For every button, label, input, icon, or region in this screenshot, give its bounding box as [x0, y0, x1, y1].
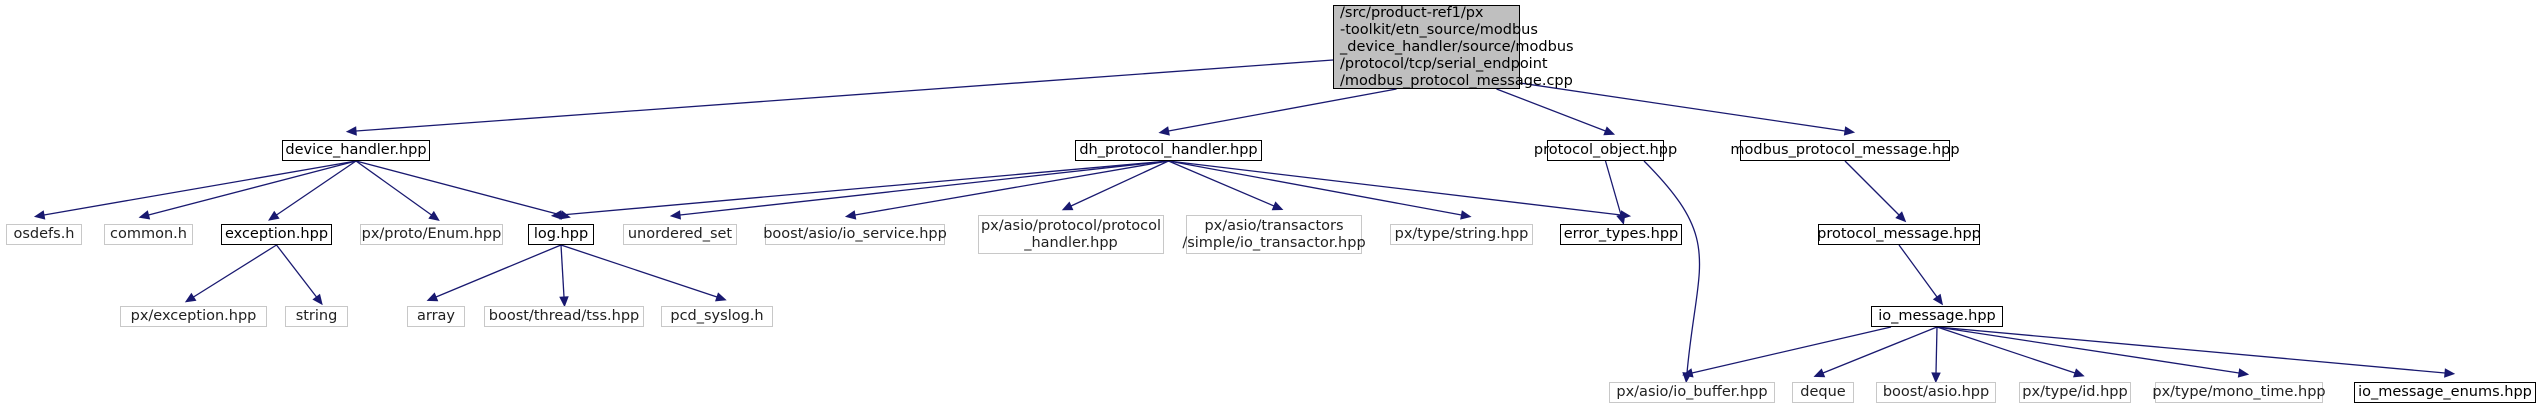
node-px-exception[interactable]: px/exception.hpp — [120, 306, 267, 327]
arrowhead — [1895, 211, 1907, 223]
node-protocol-handler[interactable]: px/asio/protocol/protocol _handler.hpp — [978, 215, 1164, 254]
edge-io-message-to-boost-asio — [1935, 326, 1938, 374]
node-type-id[interactable]: px/type/id.hpp — [2019, 382, 2131, 403]
node-protocol-message[interactable]: protocol_message.hpp — [1817, 224, 1981, 245]
node-io-message-enums[interactable]: io_message_enums.hpp — [2354, 382, 2536, 403]
node-io-buffer[interactable]: px/asio/io_buffer.hpp — [1609, 382, 1775, 403]
edge-exception-to-string — [275, 244, 318, 298]
arrowhead — [2073, 368, 2085, 378]
edge-dh-protocol-handler-to-type-string — [1168, 160, 1462, 216]
node-device-handler[interactable]: device_handler.hpp — [282, 140, 430, 161]
node-root[interactable]: /src/product-ref1/px -toolkit/etn_source… — [1333, 5, 1574, 89]
edge-dh-protocol-handler-to-unordered-set — [679, 160, 1169, 216]
arrowhead — [312, 293, 323, 306]
arrowhead — [184, 292, 197, 303]
edge-log-to-tss — [560, 244, 565, 298]
edge-modbus-protocol-message-to-protocol-message — [1844, 160, 1900, 216]
edge-root-to-dh-protocol-handler — [1168, 88, 1397, 132]
node-log[interactable]: log.hpp — [528, 224, 594, 245]
edge-device-handler-to-exception — [276, 160, 357, 216]
edge-log-to-array — [435, 244, 562, 298]
arrowhead — [426, 292, 439, 302]
arrowhead — [550, 210, 562, 220]
edge-device-handler-to-common — [148, 160, 357, 216]
node-string[interactable]: string — [285, 306, 348, 327]
arrowhead — [1813, 368, 1826, 378]
arrowhead — [33, 210, 46, 220]
edge-device-handler-to-log — [355, 160, 562, 216]
edge-protocol-message-to-io-message — [1898, 244, 1938, 298]
arrowhead — [138, 210, 151, 220]
arrowhead — [1682, 368, 1694, 378]
edge-root-to-modbus-protocol-message — [1519, 82, 1846, 132]
node-common[interactable]: common.h — [104, 224, 193, 245]
node-exception[interactable]: exception.hpp — [221, 224, 332, 245]
arrowhead — [559, 296, 569, 308]
node-boost-asio[interactable]: boost/asio.hpp — [1876, 382, 1996, 403]
arrowhead — [1931, 372, 1941, 384]
arrowhead — [1460, 210, 1472, 220]
arrowhead — [1271, 201, 1284, 211]
edge-log-to-pcd-syslog — [560, 244, 718, 298]
node-proto-enum[interactable]: px/proto/Enum.hpp — [360, 224, 503, 245]
arrowhead — [715, 292, 727, 302]
edge-exception-to-px-exception — [193, 244, 277, 298]
node-io-service[interactable]: boost/asio/io_service.hpp — [763, 224, 947, 245]
node-dh-protocol-handler[interactable]: dh_protocol_handler.hpp — [1075, 140, 1262, 161]
node-io-transactor[interactable]: px/asio/transactors /simple/io_transacto… — [1182, 215, 1366, 254]
node-protocol-object[interactable]: protocol_object.hpp — [1534, 140, 1677, 161]
node-deque[interactable]: deque — [1792, 382, 1854, 403]
arrowhead — [345, 126, 357, 136]
edge-io-message-to-deque — [1822, 326, 1938, 374]
edge-protocol-object-to-error-types — [1604, 160, 1622, 216]
edge-root-to-protocol-object — [1496, 88, 1606, 132]
arrowhead — [844, 210, 857, 220]
arrowhead — [1843, 126, 1856, 136]
node-tss[interactable]: boost/thread/tss.hpp — [484, 306, 644, 327]
edge-dh-protocol-handler-to-protocol-handler — [1070, 160, 1169, 207]
edge-root-to-device-handler — [355, 59, 1334, 132]
edge-dh-protocol-handler-to-log — [560, 160, 1169, 216]
edge-dh-protocol-handler-to-io-transactor — [1168, 160, 1275, 207]
arrowhead — [2444, 368, 2456, 378]
edge-device-handler-to-osdefs — [43, 160, 357, 216]
edge-protocol-object-to-io-buffer — [1643, 160, 1701, 374]
node-osdefs[interactable]: osdefs.h — [6, 224, 82, 245]
arrowhead — [2237, 368, 2250, 378]
node-io-message[interactable]: io_message.hpp — [1871, 306, 2003, 327]
edge-dh-protocol-handler-to-io-service — [854, 160, 1169, 216]
node-type-string[interactable]: px/type/string.hpp — [1390, 224, 1533, 245]
arrowhead — [268, 210, 280, 221]
arrowhead — [669, 210, 682, 220]
edge-dh-protocol-handler-to-error-types — [1168, 160, 1622, 216]
arrowhead — [1603, 126, 1616, 136]
node-modbus-protocol-message[interactable]: modbus_protocol_message.hpp — [1730, 140, 1960, 161]
arrowhead — [1061, 201, 1074, 211]
node-array[interactable]: array — [407, 306, 465, 327]
edge-io-message-to-mono-time — [1936, 326, 2240, 374]
node-unordered-set[interactable]: unordered_set — [623, 224, 737, 245]
edge-io-message-to-io-buffer — [1691, 326, 1892, 374]
node-mono-time[interactable]: px/type/mono_time.hpp — [2152, 382, 2326, 403]
arrowhead — [428, 210, 440, 221]
arrowhead — [1932, 293, 1944, 306]
edge-io-message-to-io-message-enums — [1936, 326, 2446, 374]
edge-io-message-to-type-id — [1936, 326, 2076, 374]
node-error-types[interactable]: error_types.hpp — [1560, 224, 1682, 245]
node-pcd-syslog[interactable]: pcd_syslog.h — [661, 306, 773, 327]
edge-device-handler-to-proto-enum — [355, 160, 432, 216]
arrowhead — [1616, 213, 1626, 225]
arrowhead — [1158, 126, 1170, 136]
